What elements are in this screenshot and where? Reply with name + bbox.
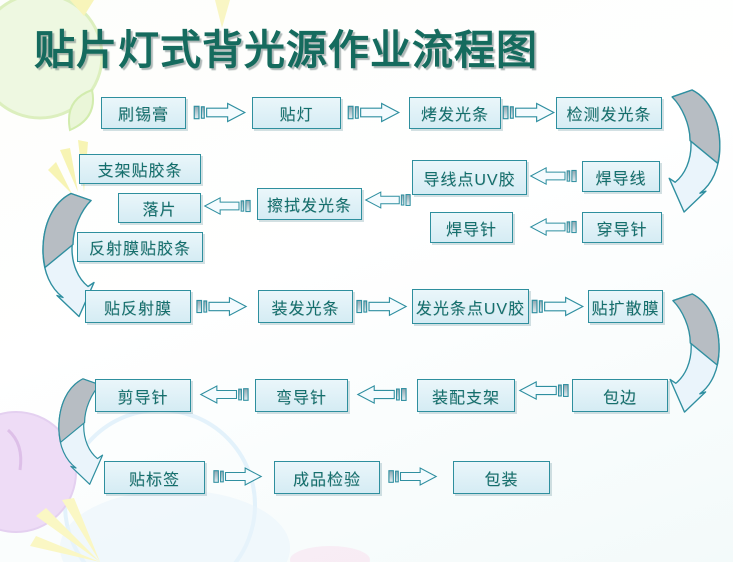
flow-arrow-right-icon [389,468,436,485]
node-wire-uv-glue: 导线点UV胶 [412,160,527,195]
flow-arrow-left-icon [201,386,248,403]
curved-arrow-down-right-icon [669,90,720,212]
flow-arrow-left-icon [205,198,250,214]
node-attach-label: 贴标签 [104,461,205,494]
node-attach-diffuser-film: 贴扩散膜 [588,290,663,323]
node-holder-tape: 支架贴胶条 [79,154,201,184]
curved-arrow-down-right-icon [670,294,719,412]
flow-arrow-left-icon [531,219,576,235]
flow-arrow-left-icon [520,382,568,399]
node-thread-pin: 穿导针 [582,212,662,243]
node-attach-reflector-film: 贴反射膜 [85,290,191,323]
node-reflector-film-tape: 反射膜贴胶条 [77,232,203,262]
node-brush-solder-paste: 刷锡膏 [101,97,186,129]
node-final-inspection: 成品检验 [274,461,380,494]
page-title: 贴片灯式背光源作业流程图 [34,27,538,73]
flow-arrow-right-icon [348,103,399,121]
flow-arrow-right-icon [532,297,583,315]
node-cut-pin: 剪导针 [95,379,191,412]
node-wipe-light-bar: 擦拭发光条 [257,188,362,220]
sparkle-decoration-top [70,0,230,28]
flow-arrow-left-icon [358,386,406,403]
node-solder-pin: 焊导针 [430,212,513,243]
node-bake-light-bar: 烤发光条 [409,97,501,129]
node-attach-lamp: 贴灯 [252,97,341,129]
node-install-light-bar: 装发光条 [258,290,353,323]
node-light-bar-uv-glue: 发光条点UV胶 [412,289,529,324]
flow-arrow-left-icon [531,168,576,184]
flow-arrow-right-icon [503,103,554,121]
node-packaging: 包装 [453,461,550,494]
flow-arrow-left-icon [366,192,410,208]
node-assemble-holder: 装配支架 [417,379,515,412]
node-solder-wire: 焊导线 [582,161,660,192]
node-edge-wrap: 包边 [572,379,668,412]
node-bend-pin: 弯导针 [255,379,348,412]
sparkle-decoration-bottom-left [30,498,100,562]
node-inspect-light-bar: 检测发光条 [556,97,662,129]
flow-arrow-right-icon [357,298,406,316]
flow-arrow-right-icon [194,103,245,121]
flow-arrow-right-icon [197,298,246,316]
balloon-decoration-top-left [0,0,104,132]
node-drop-piece: 落片 [118,193,201,223]
